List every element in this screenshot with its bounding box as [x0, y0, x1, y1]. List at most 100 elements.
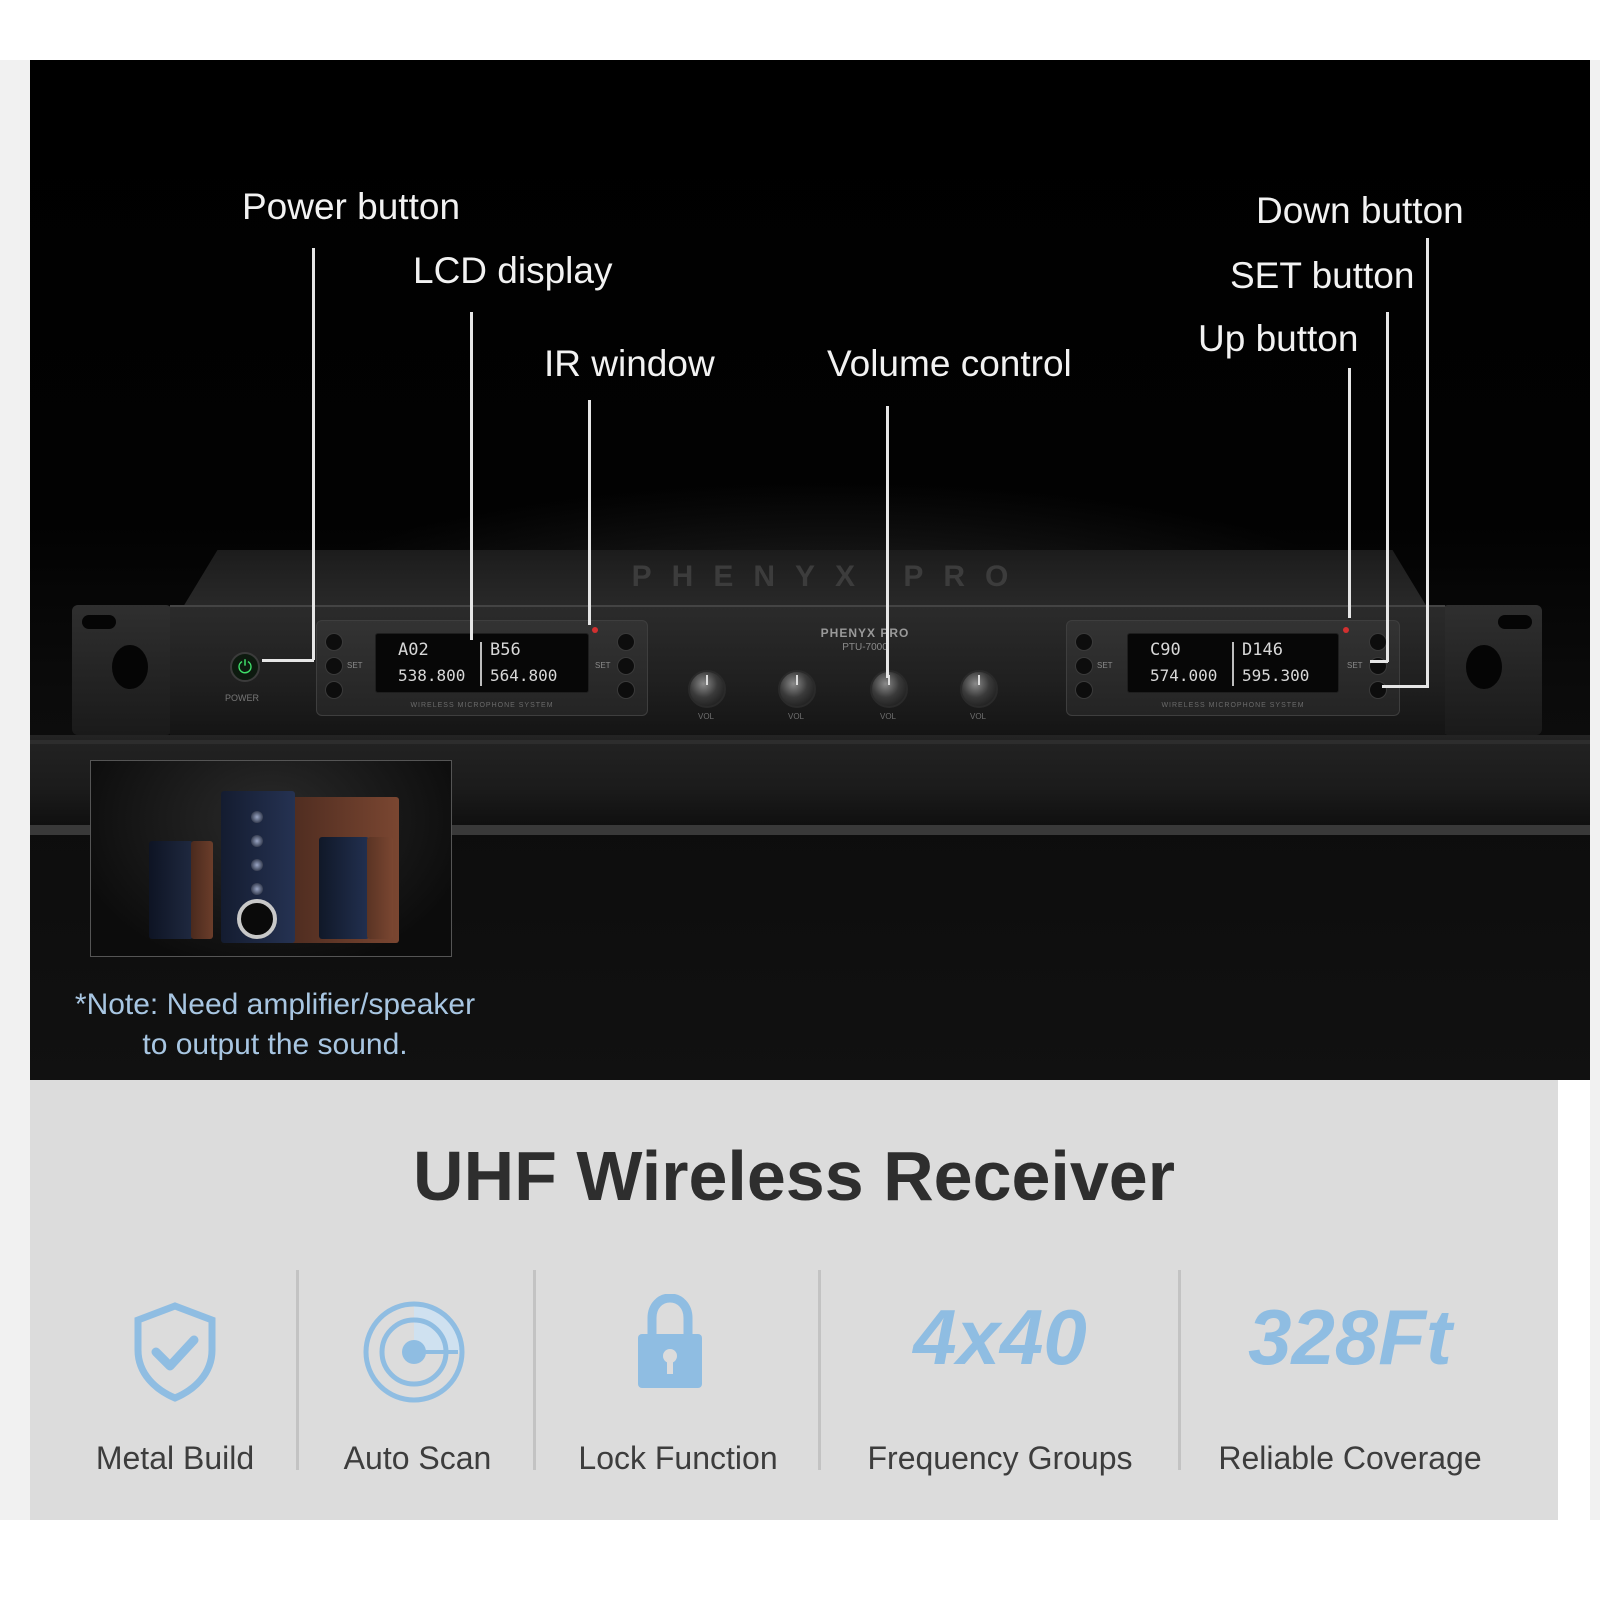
module-caption: WIRELESS MICROPHONE SYSTEM — [1161, 702, 1305, 709]
lcd-divider — [480, 642, 482, 686]
lcd-channel: A02 — [398, 640, 429, 660]
set-button-c[interactable] — [1075, 657, 1093, 675]
set-label: SET — [1347, 661, 1363, 670]
shelf-edge — [30, 740, 1590, 744]
note-line-2: to output the sound. — [142, 1028, 408, 1061]
ir-window — [1343, 627, 1349, 633]
note-text: *Note: Need amplifier/speaker to output … — [55, 985, 495, 1065]
note-line-1: *Note: Need amplifier/speaker — [74, 988, 476, 1021]
lcd-display-right: C90 574.000 D146 595.300 — [1127, 633, 1339, 693]
volume-knob-4[interactable] — [960, 670, 998, 708]
lcd-frequency: 595.300 — [1242, 666, 1310, 685]
speaker-control — [251, 883, 263, 895]
product-photo: Power button LCD display IR window Volum… — [30, 60, 1590, 1080]
feature-label: Frequency Groups — [867, 1440, 1133, 1476]
volume-knob-3[interactable] — [870, 670, 908, 708]
speaker-side — [367, 837, 393, 939]
leader-line-set-h — [1370, 660, 1388, 663]
feature-label: Auto Scan — [343, 1440, 492, 1476]
callout-ir-window: IR window — [544, 343, 715, 384]
up-button-d[interactable] — [1369, 633, 1387, 651]
knob-label: VOL — [880, 712, 897, 721]
lcd-module-left: SET A02 538.800 B56 564.800 SET WIRELESS… — [316, 620, 648, 716]
feature-label: Reliable Coverage — [1218, 1440, 1482, 1476]
satellite-speaker-right — [319, 837, 369, 939]
leader-line-down — [1426, 238, 1429, 688]
set-button-a[interactable] — [325, 657, 343, 675]
set-label: SET — [595, 661, 611, 670]
right-margin-strip — [1590, 60, 1600, 1520]
ear-hole — [112, 645, 148, 689]
feature-label: Lock Function — [578, 1440, 778, 1476]
subwoofer — [221, 791, 295, 943]
model-number: PTU-7000 — [842, 642, 888, 653]
ear-slot — [82, 615, 116, 629]
down-button-d[interactable] — [1369, 681, 1387, 699]
lcd-channel: D146 — [1242, 640, 1283, 660]
callout-up-button: Up button — [1198, 318, 1359, 359]
radar-scan-icon — [360, 1298, 468, 1411]
speaker-inset-image — [90, 760, 452, 957]
feature-divider — [296, 1270, 299, 1470]
knob-label: VOL — [698, 712, 715, 721]
left-margin-strip — [0, 60, 30, 1520]
leader-line-power — [312, 248, 315, 660]
callout-volume-control: Volume control — [827, 343, 1072, 384]
knob-label: VOL — [788, 712, 805, 721]
speaker-side — [191, 841, 213, 939]
power-label: POWER — [225, 693, 260, 703]
rack-ear-left — [72, 605, 172, 735]
leader-line-volume — [886, 406, 889, 678]
coverage-value: 328Ft — [1248, 1293, 1452, 1381]
lcd-frequency: 574.000 — [1150, 666, 1218, 685]
set-button-b[interactable] — [617, 657, 635, 675]
rack-ear-right — [1442, 605, 1542, 735]
down-button-c[interactable] — [1075, 681, 1093, 699]
leader-line-down-h — [1382, 685, 1428, 688]
speaker-control — [251, 859, 263, 871]
up-button-c[interactable] — [1075, 633, 1093, 651]
lcd-module-right: SET C90 574.000 D146 595.300 SET WIRELES… — [1066, 620, 1400, 716]
set-label: SET — [347, 661, 363, 670]
lcd-channel: C90 — [1150, 640, 1181, 660]
lcd-frequency: 564.800 — [490, 666, 558, 685]
leader-line-ir — [588, 400, 591, 625]
frequency-groups-value: 4x40 — [913, 1293, 1087, 1381]
speaker-control — [251, 835, 263, 847]
callout-lcd-display: LCD display — [413, 250, 613, 291]
lcd-frequency: 538.800 — [398, 666, 466, 685]
feature-divider — [533, 1270, 536, 1470]
speaker-control — [251, 811, 263, 823]
feature-divider — [818, 1270, 821, 1470]
down-button-b[interactable] — [617, 681, 635, 699]
lcd-divider — [1232, 642, 1234, 686]
brand-embossed: PHENYX PRO — [631, 560, 1029, 593]
leader-line-power-h — [262, 659, 314, 662]
callout-down-button: Down button — [1256, 190, 1464, 231]
knob-label: VOL — [970, 712, 987, 721]
up-button-a[interactable] — [325, 633, 343, 651]
section-heading: UHF Wireless Receiver — [413, 1137, 1175, 1215]
rack-top-cover — [180, 550, 1430, 612]
callout-power-button: Power button — [242, 186, 461, 227]
leader-line-set — [1386, 312, 1389, 662]
up-button-b[interactable] — [617, 633, 635, 651]
brand-logo: PHENYX PRO — [820, 626, 910, 640]
feature-divider — [1178, 1270, 1181, 1470]
module-caption: WIRELESS MICROPHONE SYSTEM — [410, 702, 554, 709]
leader-line-up — [1348, 368, 1351, 618]
shelf-lower-edge — [30, 825, 1590, 835]
volume-knob-2[interactable] — [778, 670, 816, 708]
down-button-a[interactable] — [325, 681, 343, 699]
power-button[interactable]: ⏻ — [230, 652, 260, 682]
woofer-port — [237, 899, 277, 939]
lcd-display-left: A02 538.800 B56 564.800 — [375, 633, 589, 693]
feature-label: Metal Build — [95, 1440, 255, 1476]
volume-knob-1[interactable] — [688, 670, 726, 708]
set-label: SET — [1097, 661, 1113, 670]
ir-window — [592, 627, 598, 633]
callout-set-button: SET button — [1230, 255, 1415, 296]
ear-slot — [1498, 615, 1532, 629]
shield-check-icon — [132, 1302, 218, 1407]
satellite-speaker-left — [149, 841, 193, 939]
